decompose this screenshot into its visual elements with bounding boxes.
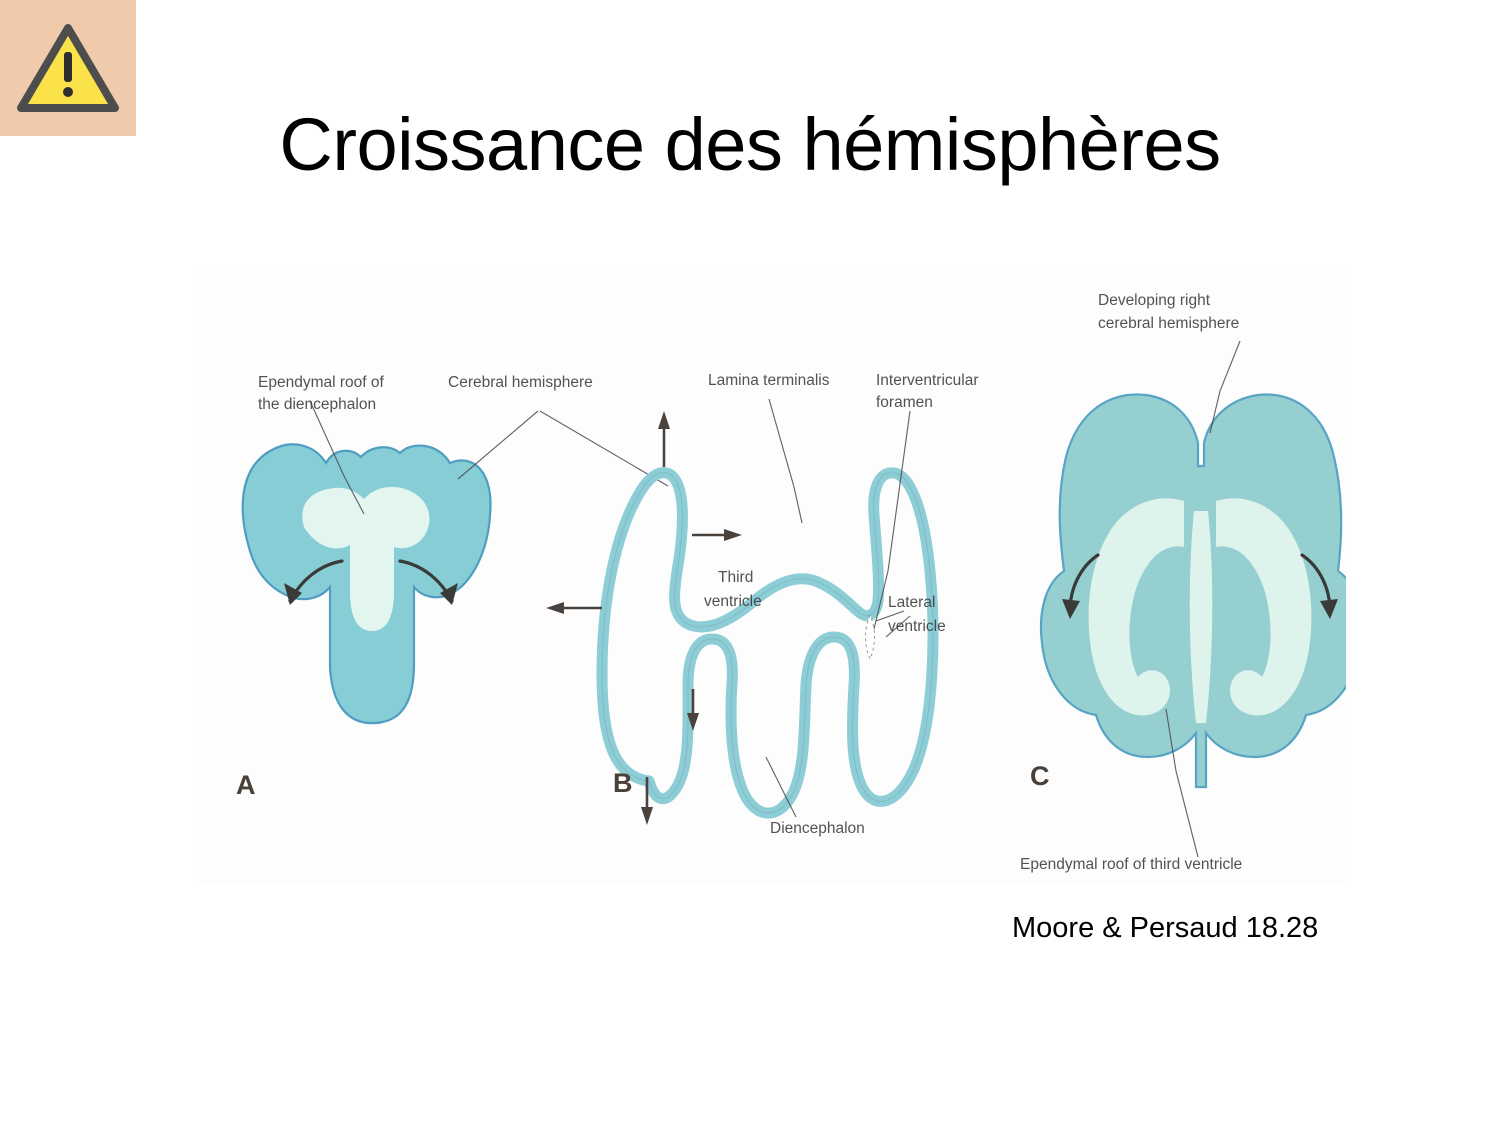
label-interventricular-foramen-line2: foramen [876, 394, 933, 411]
leader-ependymal-roof-diencephalon [309, 400, 365, 515]
label-ependymal-roof-diencephalon-line1: Ependymal roof of [258, 374, 384, 391]
label-ependymal-roof-third-ventricle: Ependymal roof of third ventricle [1020, 856, 1242, 873]
panel-c-group: Developing right cerebral hemisphere Epe… [1020, 292, 1346, 873]
leader-developing-right-hemisphere [1209, 340, 1241, 434]
leader-cerebral-hemisphere-left [457, 410, 539, 480]
panel-a-ventricle-cavity [302, 486, 430, 631]
label-developing-right-hemisphere-line2: cerebral hemisphere [1098, 315, 1239, 332]
label-ependymal-roof-diencephalon-line2: the diencephalon [258, 396, 376, 413]
figure-scan-region: Ependymal roof of the diencephalon Cereb… [198, 271, 1346, 883]
warning-badge [0, 0, 136, 136]
leader-lateral-ventricle-2 [875, 610, 905, 622]
label-developing-right-hemisphere-line1: Developing right [1098, 292, 1211, 309]
panel-c-left-lateral-ventricle [1088, 498, 1184, 716]
panel-c-third-ventricle-slit [1189, 511, 1213, 723]
panel-b-neural-wall [596, 467, 939, 819]
leader-lamina-terminalis [768, 398, 803, 524]
panel-c-right-lateral-ventricle [1216, 498, 1312, 716]
figure-attribution: Moore & Persaud 18.28 [1012, 912, 1319, 944]
leader-lateral-ventricle [885, 615, 911, 638]
panel-a-group: Ependymal roof of the diencephalon Cereb… [236, 374, 669, 800]
leader-diencephalon [765, 756, 797, 818]
label-lamina-terminalis: Lamina terminalis [708, 372, 830, 389]
panel-letter-c: C [1030, 761, 1050, 791]
label-lateral-ventricle-line1: Lateral [888, 594, 935, 611]
leader-interventricular-foramen [873, 410, 911, 630]
leader-cerebral-hemisphere-right [539, 410, 669, 487]
panel-b-group: Lamina terminalis Interventricular foram… [546, 372, 979, 837]
label-third-ventricle-line1: Third [718, 569, 753, 586]
label-lateral-ventricle-line2: ventricle [888, 618, 946, 635]
panel-letter-a: A [236, 770, 256, 800]
label-diencephalon: Diencephalon [770, 820, 865, 837]
panel-b-wall-outline [601, 472, 934, 814]
label-interventricular-foramen-line1: Interventricular [876, 372, 979, 389]
panel-letter-b: B [613, 768, 633, 798]
page-title: Croissance des hémisphères [279, 103, 1221, 186]
anatomy-figure: Ependymal roof of the diencephalon Cereb… [236, 292, 1346, 873]
panel-c-growth-arrows [1062, 553, 1338, 619]
label-cerebral-hemisphere: Cerebral hemisphere [448, 374, 593, 391]
panel-b-foramen-opening [865, 613, 875, 661]
panel-a-growth-arrows [284, 559, 458, 605]
warning-triangle-icon [16, 22, 120, 114]
leader-ependymal-roof-third-ventricle [1165, 708, 1199, 858]
panel-b-expansion-arrows [546, 411, 742, 825]
label-third-ventricle-line2: ventricle [704, 593, 762, 610]
